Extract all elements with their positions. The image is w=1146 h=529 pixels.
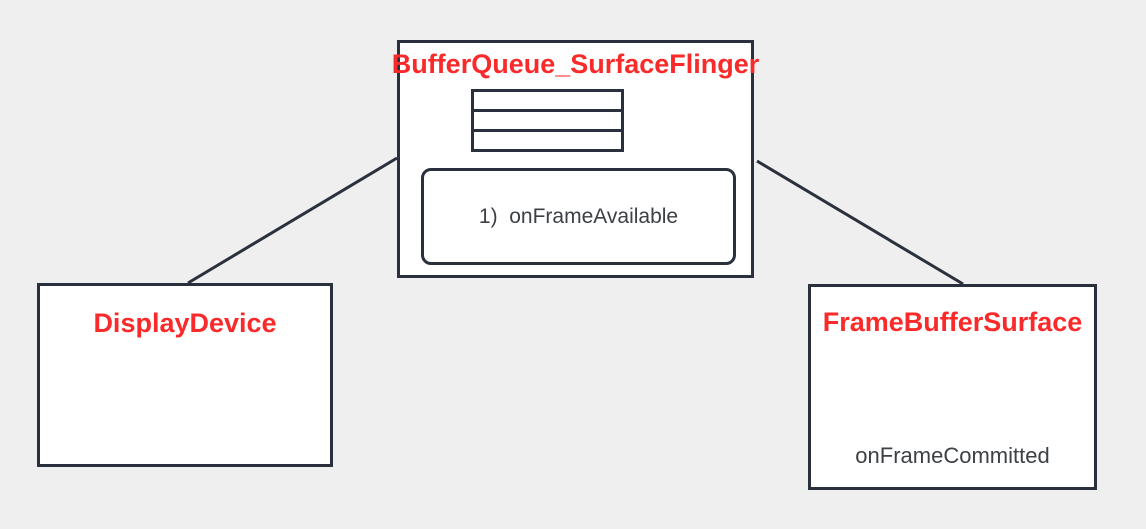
buffer-slot-row	[474, 92, 621, 109]
onframeavailable-label: 1) onFrameAvailable	[478, 204, 679, 228]
framebuffersurface-title: FrameBufferSurface	[822, 307, 1083, 337]
node-bufferqueue-surfaceflinger[interactable]: BufferQueue_SurfaceFlinger 1) onFrameAva…	[392, 40, 759, 278]
node-displaydevice[interactable]: DisplayDevice	[37, 283, 333, 467]
onframecommitted-label: onFrameCommitted	[855, 443, 1050, 468]
buffer-slot-row	[474, 129, 621, 149]
edge-bufferqueue-to-framebuffersurface	[756, 159, 964, 286]
onframeavailable-box[interactable]: 1) onFrameAvailable	[421, 168, 736, 265]
buffer-slot-row	[474, 109, 621, 129]
node-framebuffersurface[interactable]: FrameBufferSurface onFrameCommitted	[808, 284, 1097, 490]
bufferqueue-surfaceflinger-title: BufferQueue_SurfaceFlinger	[391, 49, 760, 79]
buffer-queue-stack-icon[interactable]	[471, 89, 624, 152]
edge-bufferqueue-to-displaydevice	[187, 156, 398, 285]
displaydevice-title: DisplayDevice	[93, 308, 277, 338]
